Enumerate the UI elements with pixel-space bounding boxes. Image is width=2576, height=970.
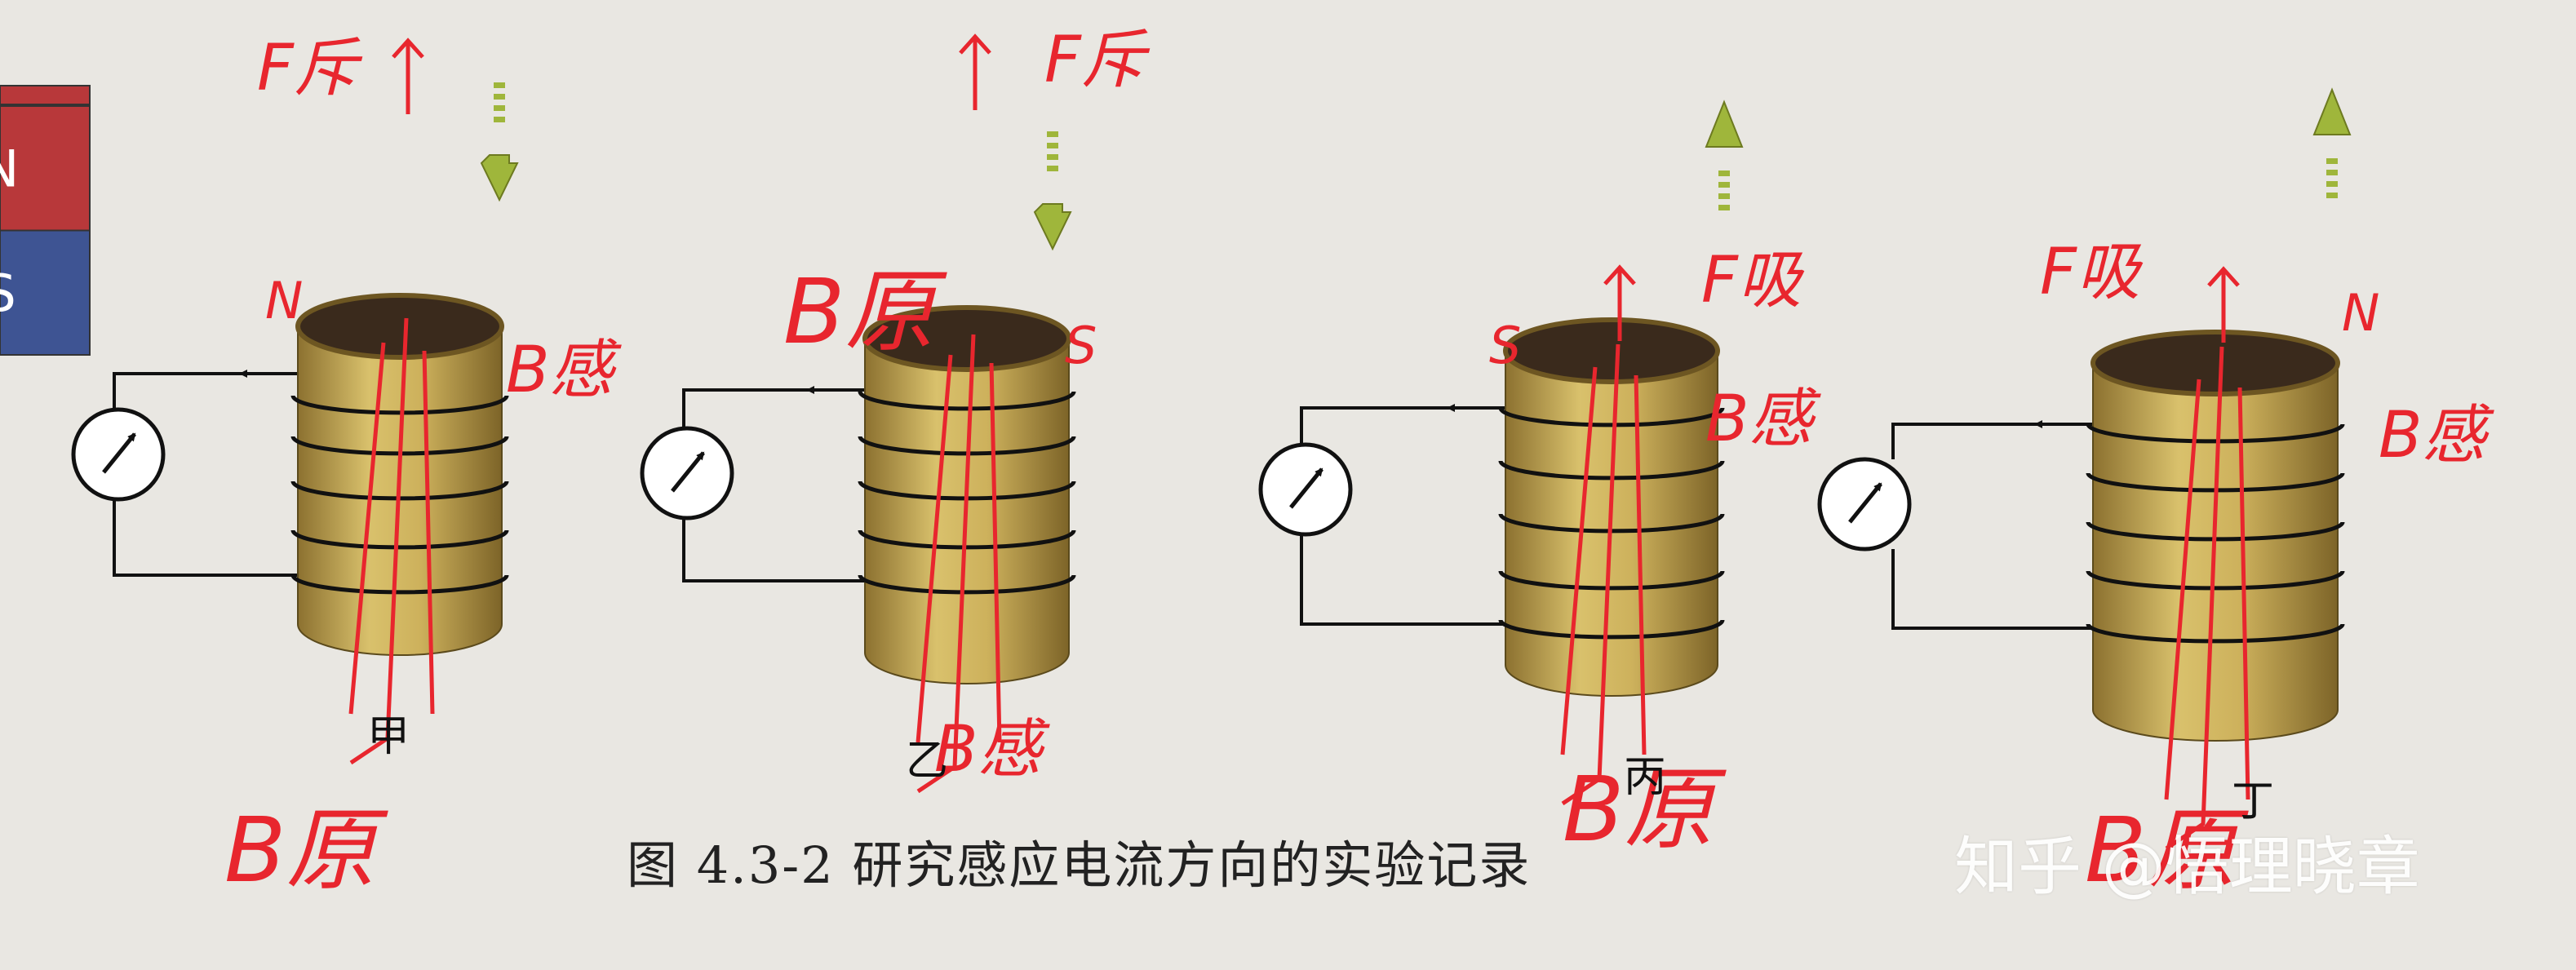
b-induced-line — [916, 354, 953, 743]
motion-dash — [1718, 171, 1730, 176]
motion-dash — [2326, 170, 2338, 175]
b-original-line — [349, 317, 409, 765]
b-original-label: B原 — [783, 259, 947, 364]
b-induced-label: B感 — [506, 334, 623, 407]
circuit-wire-top — [682, 388, 865, 428]
magnet-top-half — [0, 105, 91, 232]
watermark: 知乎 @悟理晓章 — [1954, 830, 2420, 904]
b-induced-line — [422, 350, 435, 715]
magnet-pole-top: N — [0, 139, 19, 198]
force-label: F吸 — [2040, 236, 2144, 309]
galvanometer-needle — [671, 451, 705, 493]
b-induced-line — [989, 362, 1002, 743]
force-label: F吸 — [1701, 244, 1805, 317]
coil-top-opening — [2091, 330, 2340, 396]
b-original-label: B原 — [224, 798, 388, 902]
motion-dash — [1718, 205, 1730, 210]
coil-top-opening — [862, 305, 1071, 372]
motion-dash — [494, 105, 505, 111]
coil-winding — [858, 529, 1076, 550]
motion-dash — [1718, 182, 1730, 188]
coil-pole-label: N — [2342, 283, 2379, 343]
circuit-wire-bottom — [682, 518, 865, 582]
motion-dash — [494, 117, 505, 122]
motion-arrow-icon — [480, 154, 519, 202]
motion-dash — [1047, 154, 1058, 160]
force-arrow — [959, 33, 991, 110]
motion-dash — [2326, 158, 2338, 164]
coil-pole-label: S — [1489, 316, 1521, 375]
coil-winding — [290, 529, 509, 550]
coil-top-opening — [295, 293, 504, 360]
coil-top-opening — [1503, 317, 1720, 384]
b-induced-line — [348, 342, 386, 715]
motion-dash — [2326, 193, 2338, 198]
coil-pole-label: S — [1065, 316, 1097, 375]
panel-4: NSF吸NB感B原丁 — [0, 87, 2495, 902]
coil-winding — [2086, 570, 2345, 591]
circuit-wire-top — [1300, 406, 1505, 445]
galvanometer-needle — [1289, 467, 1323, 509]
force-label: F斥 — [257, 32, 363, 105]
motion-dash — [1047, 166, 1058, 171]
circuit-wire-bottom — [1891, 549, 2093, 630]
force-arrow — [1603, 264, 1636, 341]
motion-dash — [2326, 181, 2338, 187]
b-original-line — [916, 334, 976, 794]
magnet-bottom-half — [0, 229, 91, 356]
b-original-label: B原 — [2085, 798, 2249, 902]
b-induced-line — [2164, 379, 2201, 800]
motion-dash — [1047, 131, 1058, 137]
b-induced-label: B感 — [934, 713, 1051, 786]
motion-arrow-icon — [1033, 203, 1072, 251]
circuit-wire-bottom — [113, 499, 298, 577]
panel-1: S N F斥 N B感 B原 甲 — [0, 32, 623, 902]
coil-winding — [1498, 407, 1725, 427]
force-label: F斥 — [1044, 24, 1151, 97]
circuit-wire-top — [113, 372, 298, 410]
coil-pole-label: N — [265, 271, 303, 330]
coil-winding — [1498, 619, 1725, 640]
motion-arrow-icon — [2312, 87, 2352, 135]
force-arrow — [2207, 266, 2240, 343]
b-original-line — [1561, 343, 1621, 806]
b-induced-line — [1560, 366, 1598, 755]
circuit-wire-bottom — [1300, 534, 1505, 626]
force-arrow — [392, 38, 424, 114]
galvanometer-needle — [102, 432, 136, 474]
galvanometer-needle — [1848, 482, 1882, 524]
coil-winding — [2086, 423, 2345, 444]
coil-winding — [858, 391, 1076, 411]
b-original-label: B原 — [1563, 757, 1727, 861]
coil-winding — [2086, 623, 2345, 644]
motion-dash — [1718, 193, 1730, 199]
panel-2: N S F斥 S B感 B原乙 — [0, 24, 1151, 794]
motion-dash — [494, 82, 505, 88]
coil-winding — [290, 574, 509, 595]
b-induced-label: B感 — [1705, 383, 1822, 456]
motion-dash — [1047, 143, 1058, 148]
b-induced-line — [2237, 387, 2250, 800]
magnet-pole-bottom: S — [0, 264, 16, 323]
coil-winding — [290, 395, 509, 415]
panel-label: 丙 — [1624, 753, 1666, 802]
panel-label: 乙 — [906, 737, 948, 786]
coil-winding — [858, 574, 1076, 595]
motion-arrow-icon — [1705, 100, 1744, 148]
panel-label: 甲 — [367, 712, 410, 761]
figure-caption: 图 4.3-2 研究感应电流方向的实验记录 — [627, 835, 1532, 895]
coil-winding — [1498, 570, 1725, 591]
b-original-line — [2165, 346, 2224, 851]
b-induced-line — [1634, 374, 1647, 755]
circuit-wire-top — [1891, 423, 2093, 459]
b-induced-label: B感 — [2379, 399, 2495, 472]
motion-dash — [494, 94, 505, 100]
panel-label: 丁 — [2232, 777, 2274, 826]
